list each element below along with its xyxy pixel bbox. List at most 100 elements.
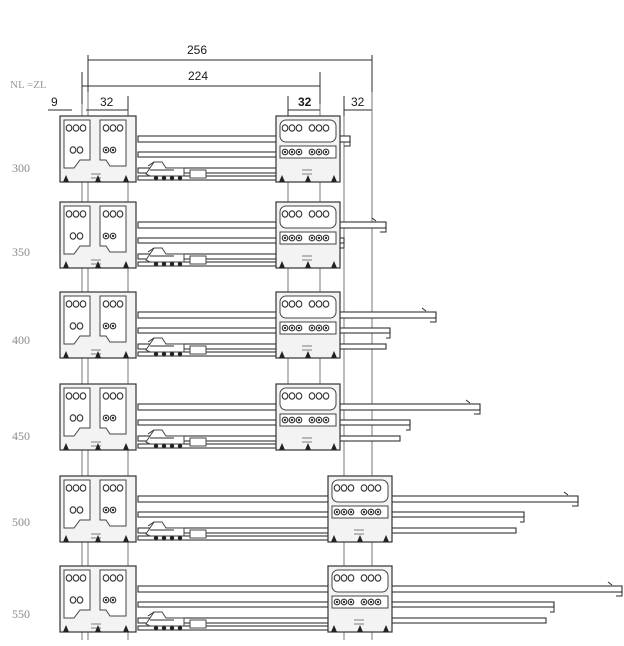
mechanism-bolt xyxy=(153,175,159,181)
top-label: NL =ZL xyxy=(10,79,47,91)
right-bracket-mid-b-screw-dot xyxy=(362,510,366,514)
left-bracket-top-a-hole xyxy=(65,392,73,400)
rail-mid-hook xyxy=(550,602,555,613)
right-bracket-mid-b-screw-dot xyxy=(317,150,321,154)
right-bracket-mid-b-screw-dot xyxy=(324,236,328,240)
right-bracket-mid-b-screw-dot xyxy=(310,236,314,240)
slide-mechanism xyxy=(145,247,207,267)
left-bracket-foot-c xyxy=(123,443,129,450)
rail-mid-hook xyxy=(340,238,345,249)
left-bracket-mid-a-hole xyxy=(69,322,77,330)
drawer-row-4 xyxy=(59,383,481,451)
right-bracket-mid-plate xyxy=(279,321,337,335)
mechanism-bolt xyxy=(177,443,183,449)
left-bracket-foot-c xyxy=(123,625,129,632)
left-bracket-panel-a xyxy=(63,205,91,255)
right-bracket-foot-a xyxy=(279,261,285,268)
left-bracket-foot-b xyxy=(95,351,101,358)
right-bracket-foot-b xyxy=(305,351,311,358)
mechanism-bolt xyxy=(169,175,175,181)
right-bracket-mid-b-screw-dot xyxy=(324,326,328,330)
right-bracket-top-a-hole xyxy=(295,392,303,400)
rail-end-hook xyxy=(380,222,387,233)
slide-rail-bottom xyxy=(137,261,277,267)
right-bracket-top-b-hole xyxy=(308,124,316,132)
right-bracket-top-a-hole xyxy=(295,124,303,132)
left-bracket xyxy=(59,475,137,543)
row-label-350: 350 xyxy=(12,245,30,259)
right-bracket-foot-c xyxy=(331,175,337,182)
left-bracket-top-b-hole xyxy=(116,392,124,400)
left-bracket-foot-c xyxy=(123,535,129,542)
left-bracket-top-a-hole xyxy=(65,210,73,218)
drawer-row-6 xyxy=(59,565,623,633)
right-bracket-top-b-hole xyxy=(322,392,330,400)
right-bracket-mark xyxy=(354,529,364,535)
left-bracket-mid-a-hole xyxy=(69,414,77,422)
drawer-row-3 xyxy=(59,291,437,359)
left-bracket-panel-a xyxy=(63,479,91,529)
left-bracket xyxy=(59,115,137,183)
slide-rail-upper xyxy=(137,221,387,229)
left-bracket-top-b-hole xyxy=(102,300,110,308)
dimension-256: 256 xyxy=(87,43,373,92)
row-labels: 300 350 400 450 500 550 xyxy=(12,161,30,621)
right-bracket-mark xyxy=(302,169,312,175)
left-bracket-foot-b xyxy=(95,175,101,182)
left-bracket xyxy=(59,201,137,269)
mechanism-bolt xyxy=(161,535,167,541)
mechanism-clip xyxy=(189,437,207,447)
right-bracket-top-b-hole xyxy=(308,300,316,308)
right-bracket-mid-b-screw-dot xyxy=(362,600,366,604)
right-bracket-foot-c xyxy=(331,351,337,358)
dimension-224: 224 xyxy=(81,69,321,104)
left-bracket-mid-b-screw-dot xyxy=(104,234,108,238)
left-bracket-top-a-hole xyxy=(79,574,87,582)
left-bracket-mid-b-screw-dot xyxy=(111,148,115,152)
mechanism-clip xyxy=(189,619,207,629)
right-bracket-mark xyxy=(302,255,312,261)
left-bracket-top-a-hole xyxy=(65,574,73,582)
left-bracket-foot-a xyxy=(63,535,69,542)
rail-mid-hook xyxy=(386,328,391,339)
left-bracket-top-b-hole xyxy=(109,300,117,308)
mechanism-lines xyxy=(147,429,174,439)
left-bracket-mid-a-hole xyxy=(76,232,84,240)
right-bracket-top-b-hole xyxy=(322,300,330,308)
rail-end-tick xyxy=(465,399,471,404)
right-bracket-top-b-hole xyxy=(315,210,323,218)
mechanism-bolt xyxy=(161,443,167,449)
rail-end-tick xyxy=(563,491,569,496)
dimension-32-middle-label: 32 xyxy=(298,95,312,109)
right-bracket xyxy=(327,475,393,543)
left-bracket-foot-b xyxy=(95,625,101,632)
left-bracket-foot-b xyxy=(95,443,101,450)
left-bracket-top-b-hole xyxy=(102,484,110,492)
right-bracket-top-a-hole xyxy=(295,300,303,308)
right-bracket-top-b-hole xyxy=(360,574,368,582)
mechanism-bolt xyxy=(153,443,159,449)
right-bracket-foot-b xyxy=(357,625,363,632)
left-bracket-panel-a xyxy=(63,387,91,437)
left-bracket-mid-a-hole xyxy=(69,146,77,154)
drawer-rows xyxy=(59,115,623,633)
right-bracket-top-a-hole xyxy=(281,392,289,400)
left-bracket-mid-a-hole xyxy=(69,232,77,240)
right-bracket-top-b-hole xyxy=(315,392,323,400)
mechanism-lines xyxy=(147,247,174,257)
left-bracket-panel-a xyxy=(63,295,91,345)
left-bracket-foot-a xyxy=(63,351,69,358)
right-bracket-top-a-hole xyxy=(295,210,303,218)
right-bracket-mid-b-screw-dot xyxy=(310,418,314,422)
left-bracket-mid-a-hole xyxy=(76,414,84,422)
right-bracket-mid-b-screw-dot xyxy=(376,510,380,514)
drawer-row-5 xyxy=(59,475,579,543)
right-bracket-top-a-hole xyxy=(347,574,355,582)
right-bracket-top-a-hole xyxy=(333,484,341,492)
left-bracket-foot-c xyxy=(123,175,129,182)
slide-rail-middle xyxy=(137,327,391,334)
left-bracket-top-b-hole xyxy=(116,124,124,132)
dimension-32-right: 32 xyxy=(343,95,372,116)
right-bracket-foot-b xyxy=(305,443,311,450)
left-bracket-top-a-hole xyxy=(79,484,87,492)
